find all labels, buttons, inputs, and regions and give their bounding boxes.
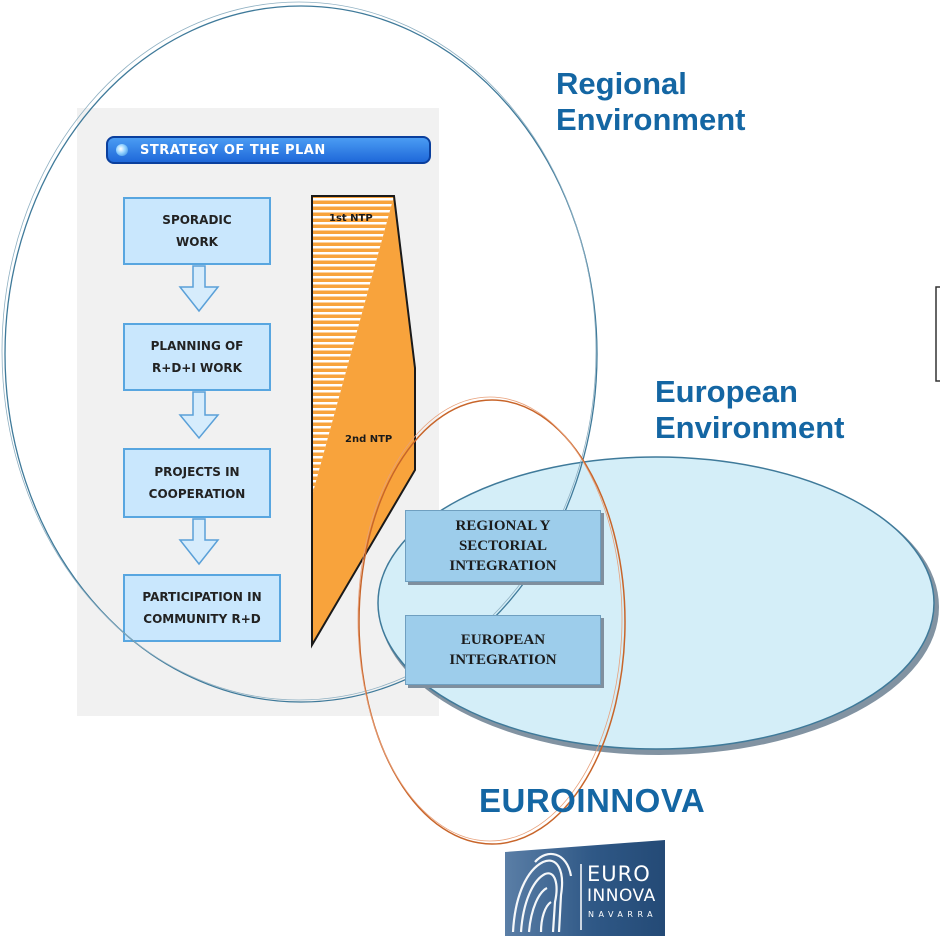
- integration-line: REGIONAL Y: [455, 518, 551, 534]
- step-line: PLANNING OF: [150, 339, 244, 353]
- ntp-triangle: [311, 195, 416, 649]
- step-line: R+D+I WORK: [152, 361, 242, 375]
- euroinnova-title: EUROINNOVA: [479, 782, 706, 819]
- step-projects-cooperation: PROJECTS IN COOPERATION: [123, 448, 271, 518]
- integration-line: SECTORIAL: [458, 538, 548, 554]
- title-line: Environment: [655, 410, 845, 445]
- logo-innova-text: INNOVA: [587, 886, 656, 906]
- down-arrow-icon: [178, 518, 220, 566]
- step-line: COOPERATION: [148, 487, 246, 501]
- euroinnova-logo: EURO INNOVA NAVARRA: [505, 840, 665, 936]
- ntp-first-label: 1st NTP: [329, 213, 373, 224]
- strategy-header: STRATEGY OF THE PLAN: [106, 136, 431, 164]
- integration-line: INTEGRATION: [449, 652, 557, 668]
- title-line: Environment: [556, 102, 746, 137]
- european-integration-box: EUROPEAN INTEGRATION: [405, 615, 601, 685]
- logo-euro-text: EURO: [587, 862, 651, 886]
- step-sporadic-work: SPORADIC WORK: [123, 197, 271, 265]
- integration-line: INTEGRATION: [449, 558, 557, 574]
- european-environment-title: European Environment: [655, 374, 844, 446]
- strategy-header-label: STRATEGY OF THE PLAN: [140, 142, 326, 158]
- step-planning: PLANNING OF R+D+I WORK: [123, 323, 271, 391]
- title-line: European: [655, 374, 798, 409]
- logo-navarra-text: NAVARRA: [588, 910, 658, 919]
- globe-icon: [116, 144, 128, 156]
- step-line: COMMUNITY R+D: [143, 612, 261, 626]
- ntp-second-label: 2nd NTP: [345, 434, 393, 445]
- regional-sectorial-integration-box: REGIONAL Y SECTORIAL INTEGRATION: [405, 510, 601, 582]
- step-participation: PARTICIPATION IN COMMUNITY R+D: [123, 574, 281, 642]
- step-line: WORK: [176, 235, 218, 249]
- down-arrow-icon: [178, 391, 220, 440]
- down-arrow-icon: [178, 265, 220, 313]
- title-line: Regional: [556, 66, 687, 101]
- integration-line: EUROPEAN: [460, 632, 546, 648]
- regional-environment-title: Regional Environment: [556, 66, 745, 138]
- step-line: SPORADIC: [162, 213, 232, 227]
- step-line: PROJECTS IN: [154, 465, 240, 479]
- step-line: PARTICIPATION IN: [142, 590, 262, 604]
- euroinnova-logo-graphic: [505, 840, 665, 936]
